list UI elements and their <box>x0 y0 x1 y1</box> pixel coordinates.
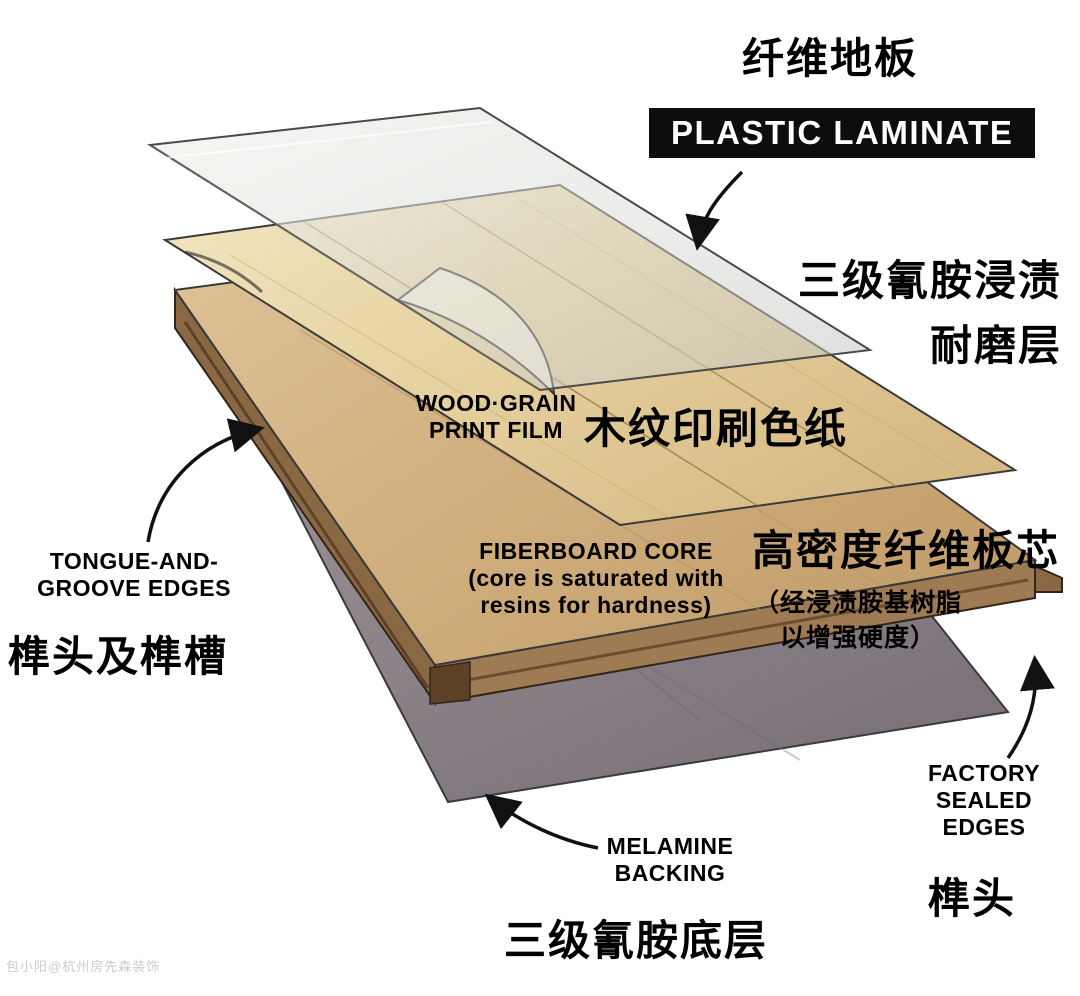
plastic-laminate-label: PLASTIC LAMINATE <box>649 108 1036 159</box>
watermark: 包小阳@杭州房先森装饰 <box>6 959 161 974</box>
callout-arrows <box>146 170 1055 850</box>
factory-sealed-arrow <box>1006 655 1055 759</box>
tongue-and-groove-label-en: TONGUE-AND- GROOVE EDGES <box>37 548 231 602</box>
melamine-backing-label-cn: 三级氰胺底层 <box>504 917 769 964</box>
plastic-laminate-arrow <box>685 170 744 251</box>
tongue-edge-detail <box>1034 564 1063 593</box>
melamine-backing-label-en: MELAMINE BACKING <box>606 833 734 887</box>
edge-shadow-line <box>184 250 264 294</box>
tongue-groove-arrow <box>146 418 265 543</box>
print-film-label-cn: 木纹印刷色纸 <box>584 405 849 452</box>
factory-sealed-edges-label-en: FACTORY SEALED EDGES <box>927 760 1041 841</box>
fiberboard-core-label-en: FIBERBOARD CORE (core is saturated with … <box>468 538 724 619</box>
tongue-and-groove-label-cn: 榫头及榫槽 <box>8 633 229 680</box>
groove-edge-detail <box>429 661 471 705</box>
tongue-label-cn: 榫头 <box>928 875 1017 922</box>
wear-layer-label-cn: 三级氰胺浸渍 耐磨层 <box>797 257 1062 370</box>
core-note-cn: （经浸渍胺基树脂 以增强硬度） <box>753 589 962 652</box>
plastic-laminate-layer <box>147 106 873 392</box>
wood-grain-print-film-label-en: WOOD·GRAIN PRINT FILM <box>415 390 577 444</box>
core-label-cn: 高密度纤维板芯 <box>751 527 1060 574</box>
page-title: 纤维地板 <box>742 35 919 82</box>
melamine-backing-arrow <box>484 793 599 850</box>
